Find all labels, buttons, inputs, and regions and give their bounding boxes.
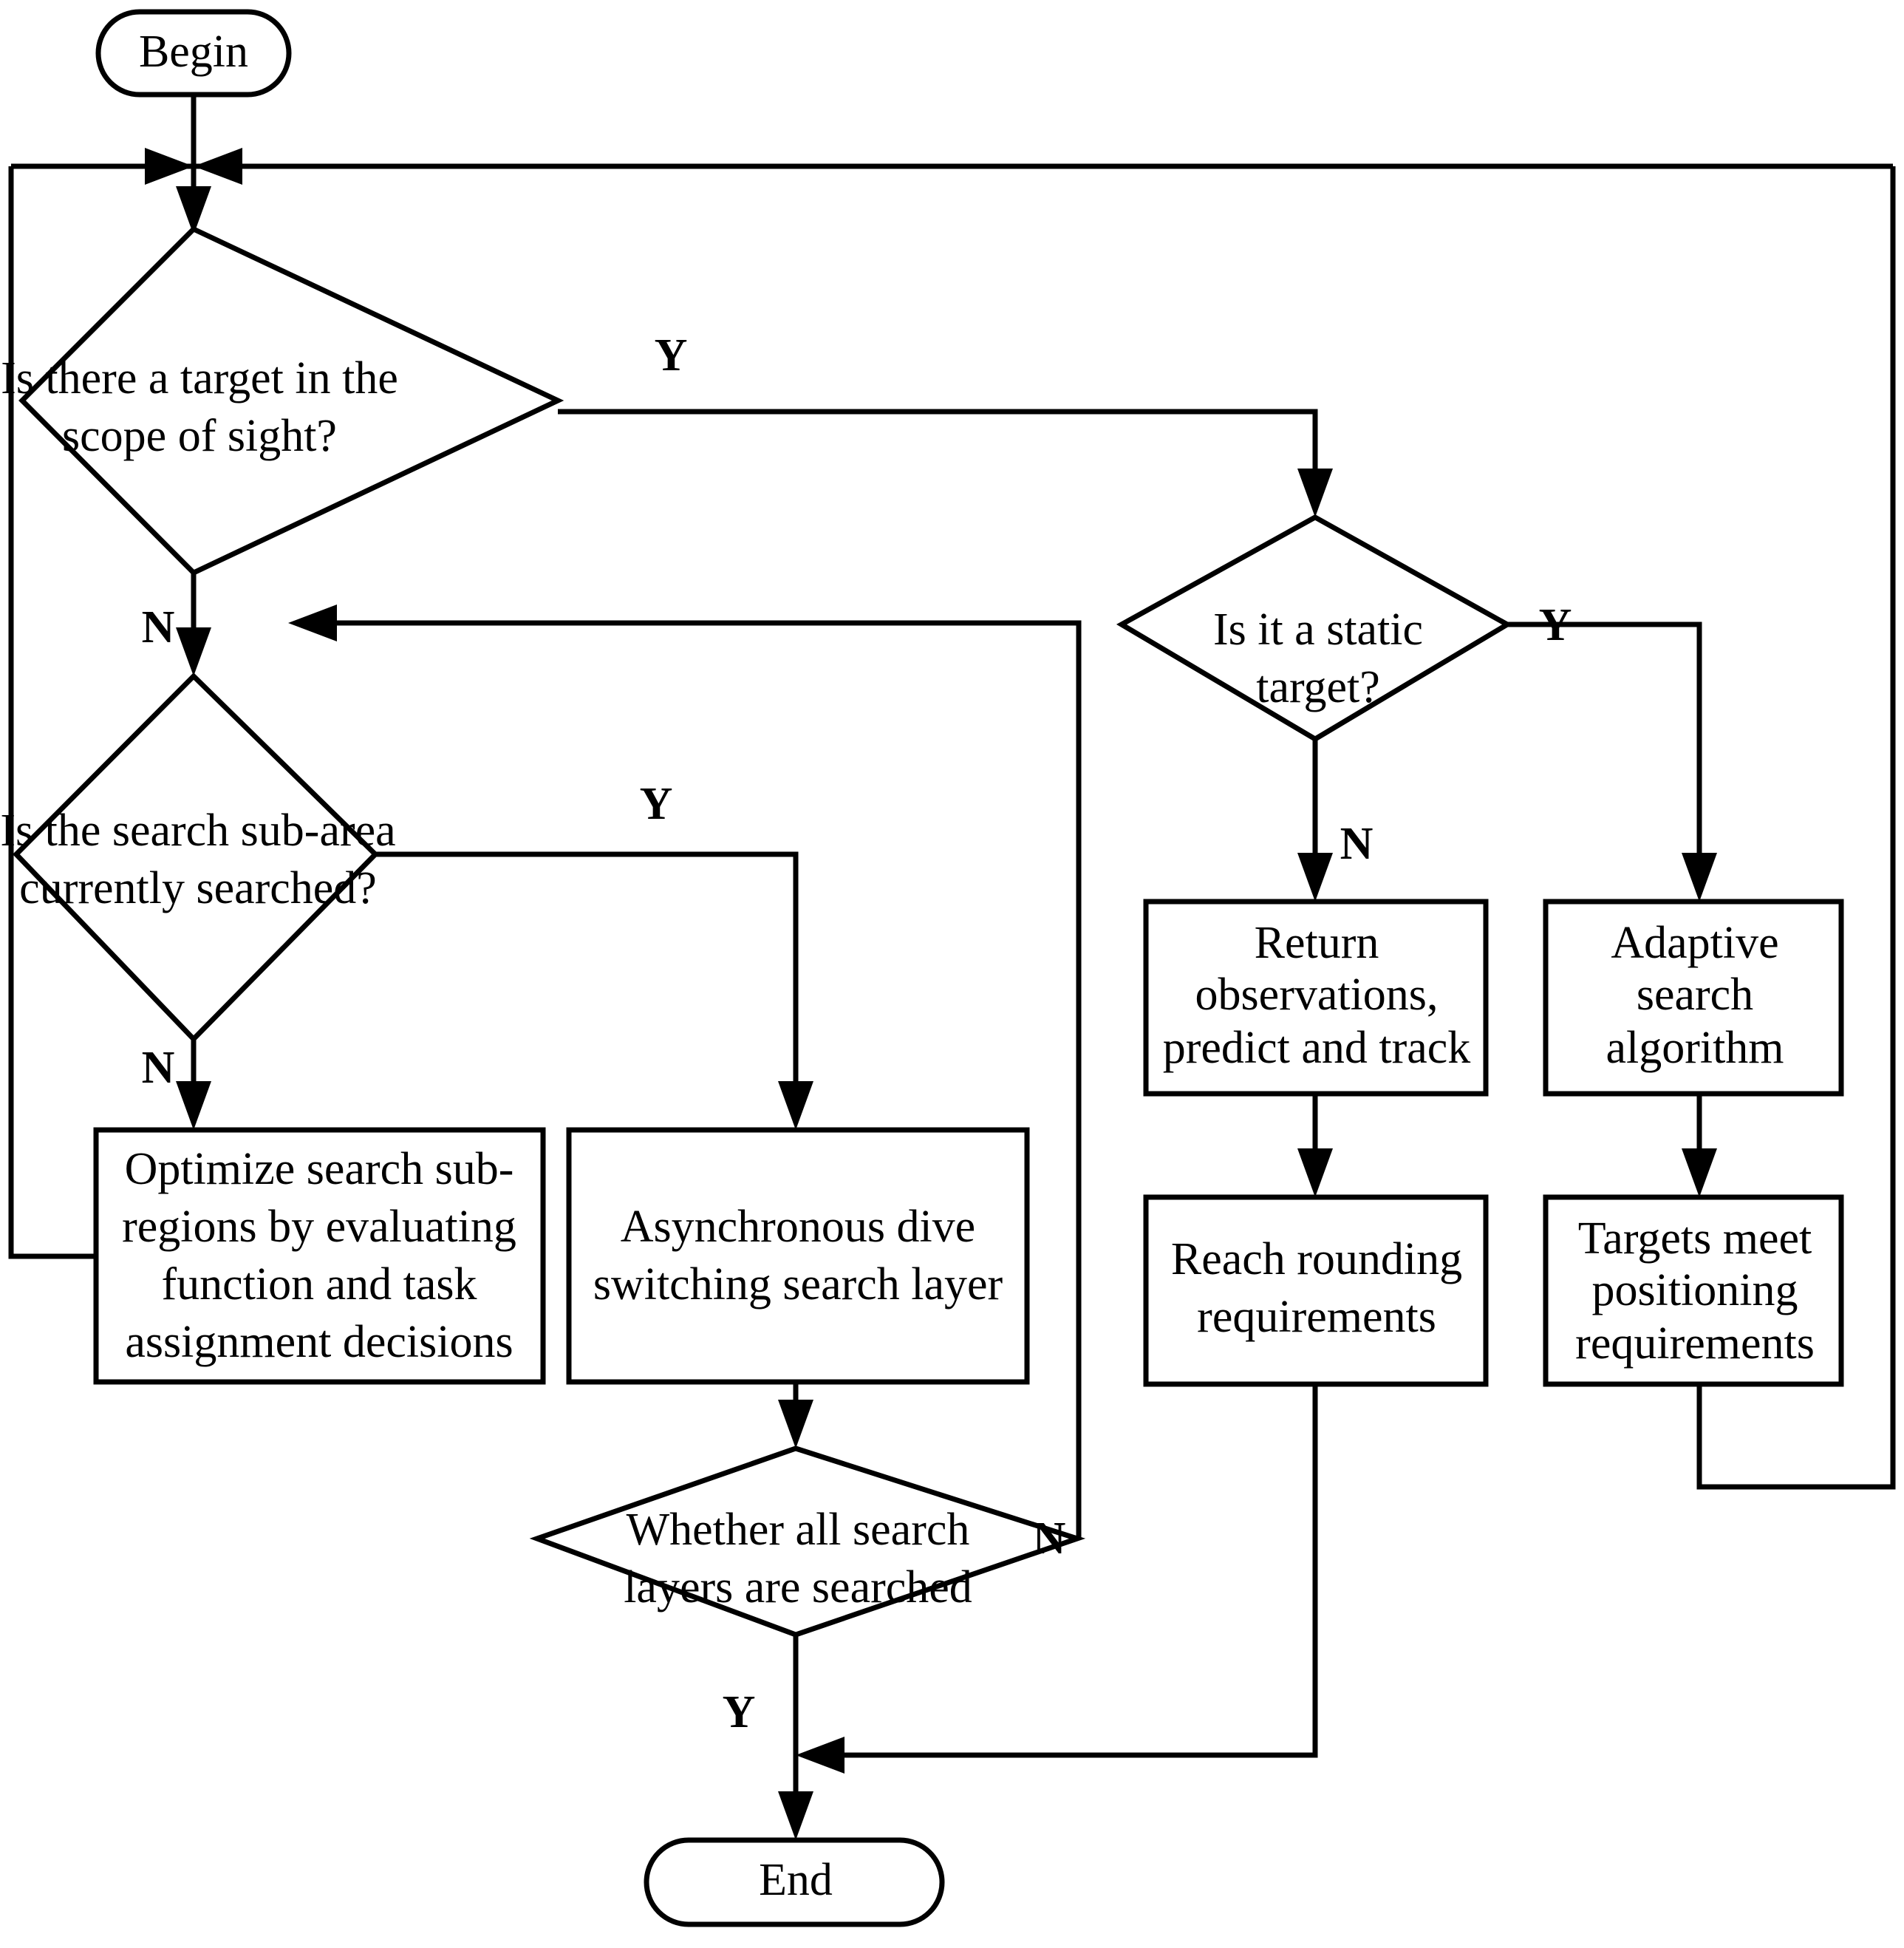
- edge-d1-yes-to-d3: [558, 409, 1318, 510]
- node-begin[interactable]: [95, 9, 292, 98]
- branch-label-d4-no: N: [1033, 1513, 1066, 1564]
- edge-p1-left-return: [8, 166, 96, 1259]
- node-p4-line3: algorithm: [1606, 1023, 1784, 1073]
- edge-p6-right-return: [1696, 166, 1896, 1490]
- node-p2-line1: Asynchronous dive: [621, 1202, 975, 1252]
- arrowhead-begin-to-d1: [176, 186, 211, 235]
- node-end[interactable]: [644, 1837, 945, 1927]
- node-process-return-observations[interactable]: [1143, 899, 1489, 1097]
- arrowhead-p4-to-p6: [1682, 1148, 1717, 1197]
- edge-d4-no-to-d2: [296, 620, 1082, 1539]
- node-p6-line1: Targets meet: [1578, 1213, 1812, 1264]
- branch-label-d3-no: N: [1340, 819, 1374, 869]
- branch-label-d1-yes: Y: [655, 330, 688, 381]
- node-p5-line2: requirements: [1197, 1292, 1436, 1342]
- node-d3-line2: target?: [1256, 662, 1380, 712]
- arrowhead-d4-no-to-d2: [288, 605, 337, 641]
- branch-label-d3-yes: Y: [1539, 600, 1572, 650]
- node-begin-label: Begin: [139, 27, 248, 77]
- arrowhead-d4-yes-to-end: [778, 1791, 813, 1840]
- node-process-adaptive-search-algorithm[interactable]: [1543, 899, 1844, 1097]
- node-decision-target-in-sight[interactable]: [18, 225, 564, 576]
- node-p1-line2: regions by evaluating: [122, 1202, 516, 1252]
- arrowhead-right-return-into-main: [194, 148, 242, 185]
- node-p4-line1: Adaptive: [1611, 918, 1778, 968]
- node-p1-line4: assignment decisions: [125, 1317, 513, 1367]
- arrowhead-left-return-into-main: [145, 148, 194, 185]
- node-p6-line3: requirements: [1575, 1318, 1815, 1369]
- edge-d2-yes-to-p2: [375, 851, 799, 1123]
- node-decision-static-target[interactable]: [1116, 514, 1513, 743]
- arrowhead-d1-no-to-d2: [176, 627, 211, 676]
- node-d3-line1: Is it a static: [1213, 605, 1423, 655]
- node-d4-line1: Whether all search: [627, 1505, 970, 1555]
- node-p2-line2: switching search layer: [593, 1259, 1003, 1310]
- node-p3-line1: Return: [1255, 918, 1379, 968]
- node-process-reach-rounding[interactable]: [1143, 1194, 1489, 1387]
- node-end-label: End: [759, 1855, 833, 1905]
- node-p1-line3: function and task: [161, 1259, 477, 1310]
- node-p3-line3: predict and track: [1163, 1023, 1471, 1073]
- branch-label-d1-no: N: [142, 602, 175, 653]
- node-d2-line2: currently searched?: [19, 863, 377, 913]
- arrowhead-p3-to-p5: [1297, 1148, 1333, 1197]
- arrowhead-d1-yes-to-d3: [1297, 469, 1333, 517]
- node-p5-line1: Reach rounding: [1171, 1234, 1462, 1284]
- arrowhead-d2-yes-to-p2: [778, 1081, 813, 1130]
- edge-d3-yes-to-p4: [1507, 621, 1702, 894]
- branch-label-d4-yes: Y: [723, 1687, 756, 1737]
- node-p4-line2: search: [1637, 970, 1753, 1020]
- node-decision-all-layers-searched[interactable]: [529, 1445, 1086, 1638]
- node-process-async-dive-switching[interactable]: [566, 1127, 1030, 1385]
- node-d4-line2: layers are searched: [624, 1562, 972, 1612]
- node-d1-line1: Is there a target in the: [1, 353, 398, 403]
- arrowhead-d3-no-to-p3: [1297, 853, 1333, 902]
- node-d2-line1: Is the search sub-area: [0, 806, 395, 856]
- branch-label-d2-yes: Y: [640, 779, 673, 829]
- edge-p5-to-end: [805, 1384, 1318, 1758]
- node-p3-line2: observations,: [1195, 970, 1439, 1020]
- node-d1-line2: scope of sight?: [62, 411, 337, 461]
- node-p6-line2: positioning: [1591, 1265, 1798, 1315]
- node-p1-line1: Optimize search sub-: [125, 1144, 514, 1194]
- arrowhead-d3-yes-to-p4: [1682, 853, 1717, 902]
- arrowhead-p2-to-d4: [778, 1400, 813, 1448]
- branch-label-d2-no: N: [142, 1043, 175, 1093]
- node-decision-sub-area-searched[interactable]: [13, 672, 379, 1043]
- node-process-optimize-subregions[interactable]: [93, 1127, 546, 1385]
- node-process-targets-meet-positioning[interactable]: [1543, 1194, 1844, 1387]
- arrowhead-d2-no-to-p1: [176, 1081, 211, 1130]
- arrowhead-p5-to-end: [796, 1737, 844, 1774]
